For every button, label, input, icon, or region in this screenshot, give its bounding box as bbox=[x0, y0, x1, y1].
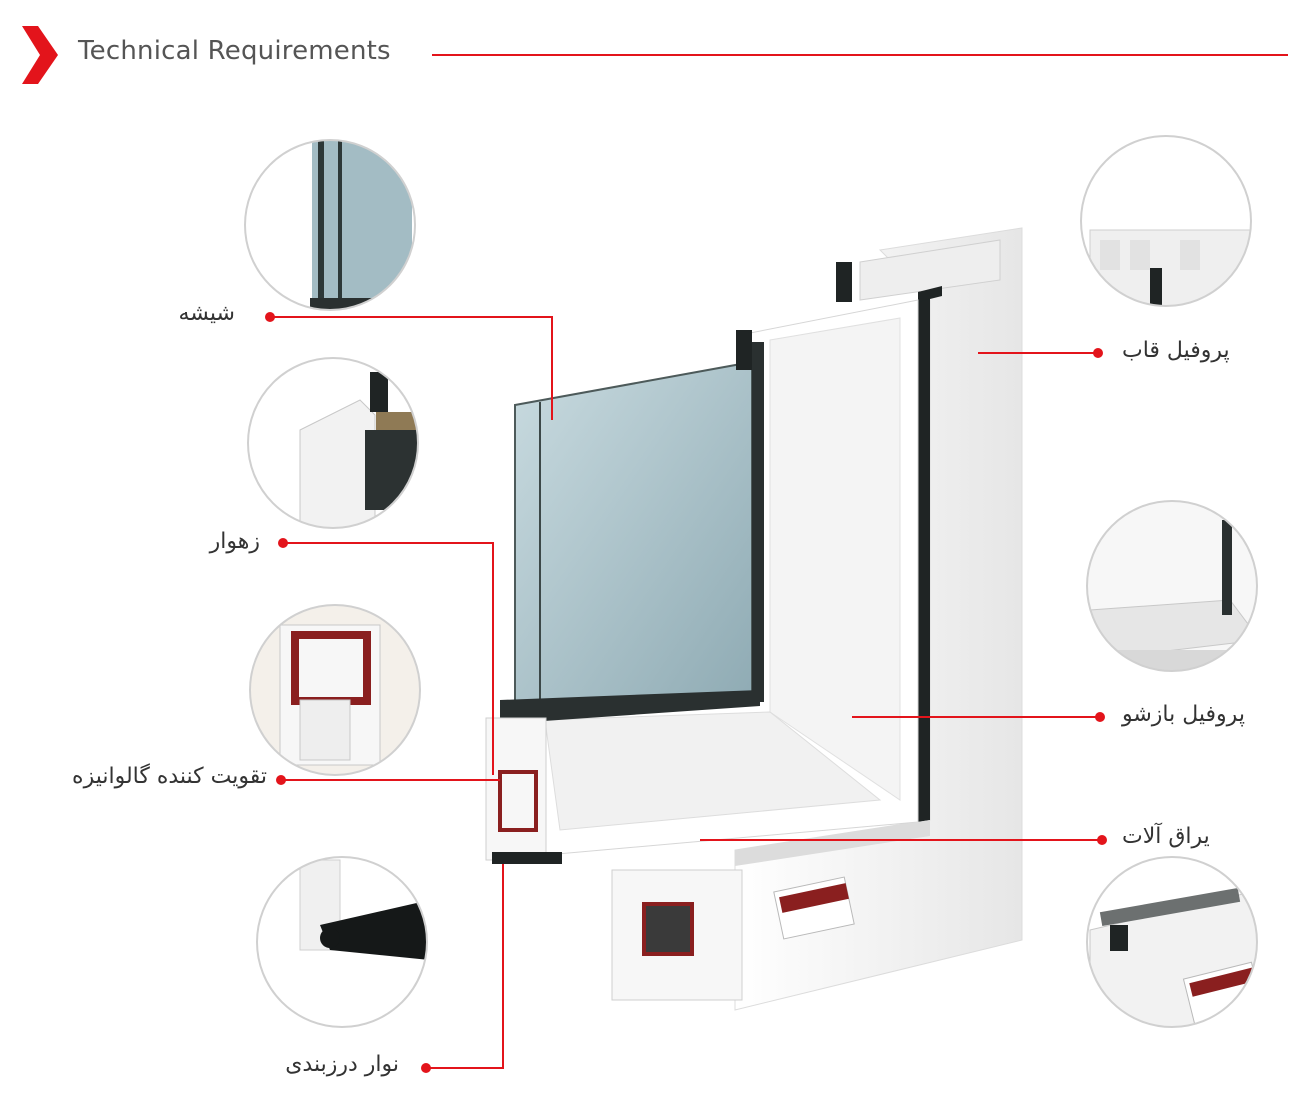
window-corner-illustration bbox=[485, 227, 1023, 1011]
label-sash-profile: پروفیل بازشو bbox=[1122, 702, 1245, 727]
zoom-circle-glass bbox=[245, 140, 415, 310]
label-glass: شیشه bbox=[178, 301, 236, 326]
zoom-circle-frame bbox=[1081, 136, 1251, 306]
section-title: Technical Requirements bbox=[78, 36, 391, 66]
label-glazing-bead: زهوار bbox=[209, 529, 260, 554]
zoom-circle-hardware bbox=[1087, 857, 1257, 1027]
zoom-circle-reinforcement bbox=[250, 605, 420, 775]
zoom-circle-bead bbox=[248, 358, 418, 528]
zoom-circle-gasket bbox=[257, 857, 427, 1027]
leader-lines bbox=[270, 316, 1102, 1069]
section-header: Technical Requirements bbox=[0, 0, 1307, 100]
zoom-circle-sash bbox=[1087, 501, 1257, 671]
chevron-icon bbox=[22, 26, 58, 84]
brand-label bbox=[773, 876, 855, 940]
label-galvanized-reinforcement: تقویت کننده گالوانیزه bbox=[72, 764, 267, 789]
leader-dots bbox=[265, 312, 1107, 1073]
title-divider bbox=[432, 54, 1288, 56]
label-frame-profile: پروفیل قاب bbox=[1122, 338, 1230, 363]
label-hardware: یراق آلات bbox=[1122, 824, 1210, 849]
label-sealing-gasket: نوار درزبندی bbox=[285, 1052, 399, 1077]
